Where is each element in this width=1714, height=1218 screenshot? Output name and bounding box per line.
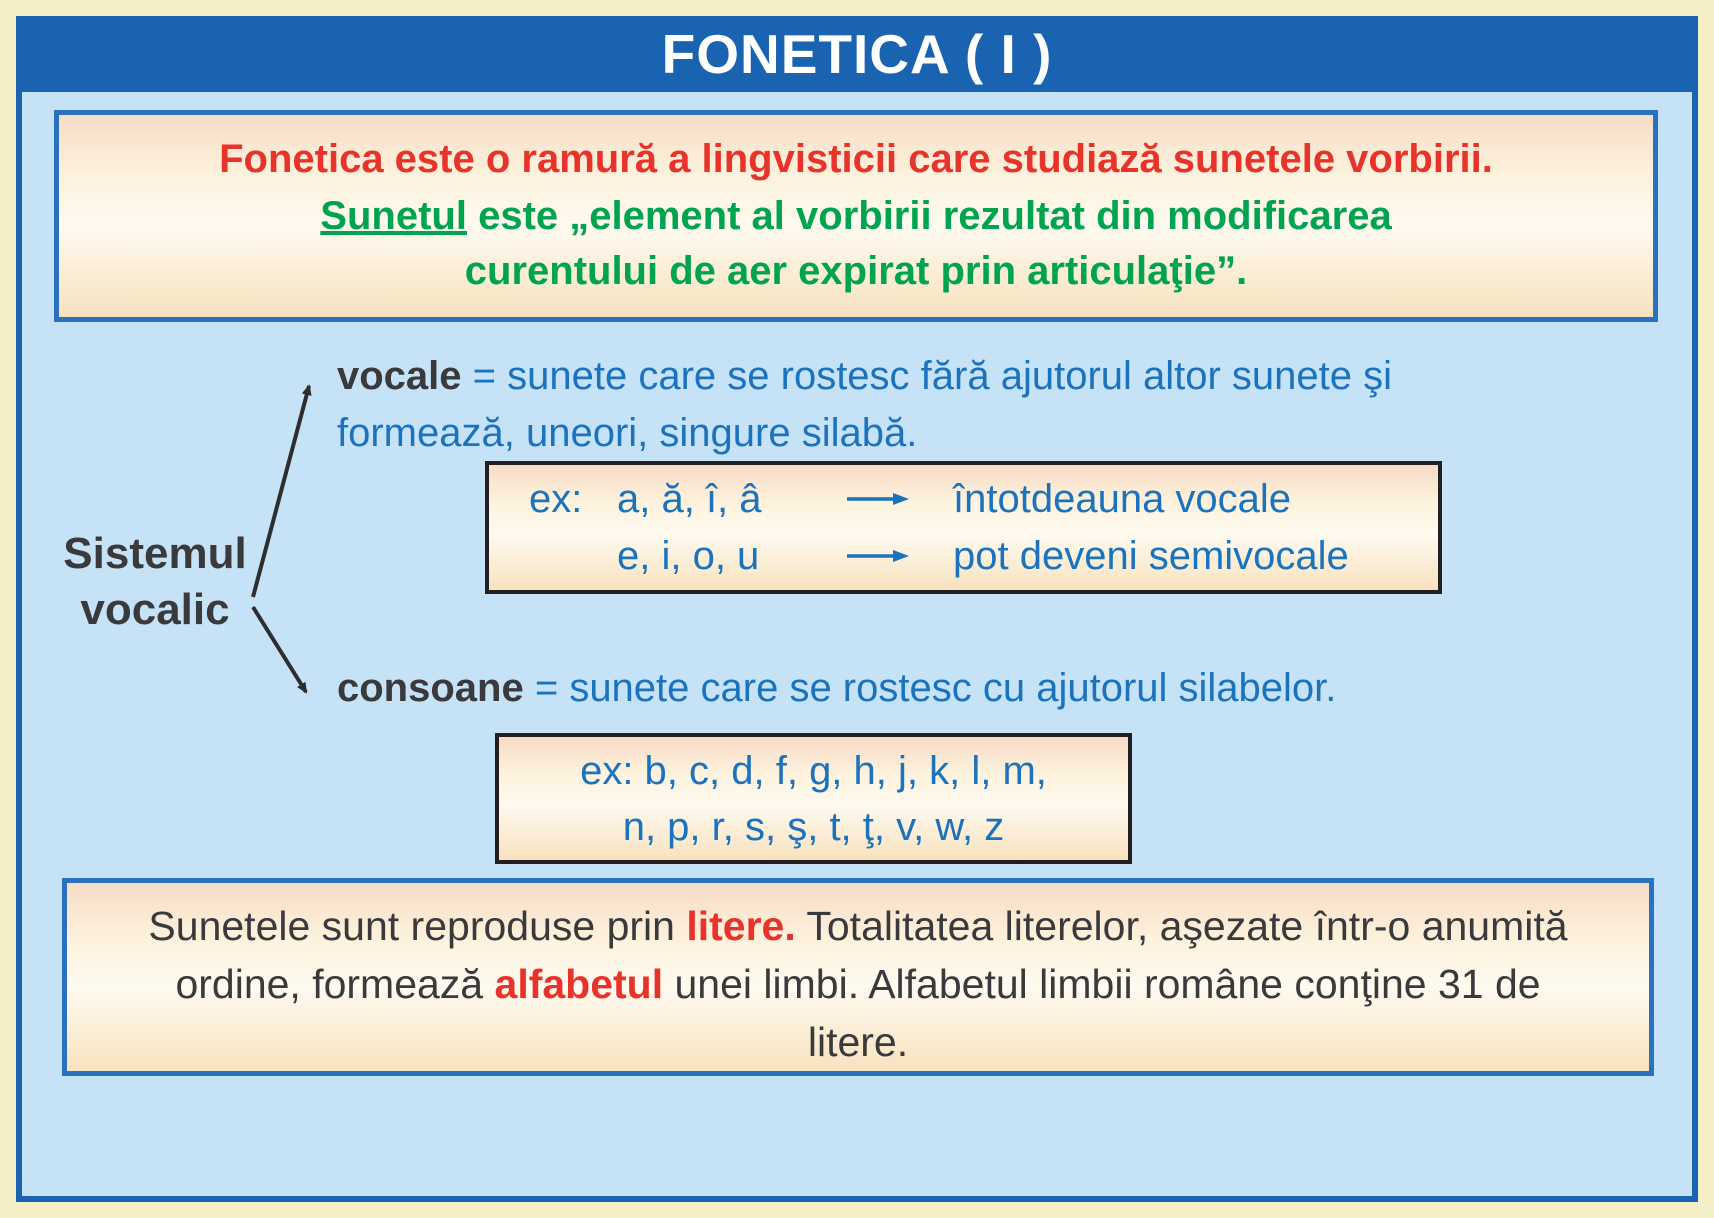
letters-note-box: Sunetele sunt reproduse prin litere. Tot… [62,878,1654,1076]
consoane-definition: consoane = sunete care se rostesc cu aju… [337,660,1607,717]
system-label-line1: Sistemul [63,529,247,578]
vocale-examples-box: ex: a, ă, î, â întotdeauna vocale e, i, … [485,461,1442,594]
arrow-cell [845,490,953,508]
alfabetul-term: alfabetul [494,961,664,1007]
arrow-right-icon [847,550,909,562]
equals-sign: = [461,354,508,398]
semivowels-letters: e, i, o, u [617,533,760,578]
system-vocalic-label: Sistemul vocalic [40,526,270,638]
consoane-term: consoane [337,666,524,710]
frame: FONETICA ( I ) Fonetica este o ramură a … [16,16,1698,1202]
consoane-definition-text: sunete care se rostesc cu ajutorul silab… [569,666,1337,710]
footer-text-3: unei limbi. Alfabetul limbii române conţ… [663,961,1541,1065]
consoane-examples-box: ex: b, c, d, f, g, h, j, k, l, m, n, p, … [495,733,1132,864]
header: FONETICA ( I ) [22,16,1692,92]
footer-text-2: Totalitatea literelor, aşezate într-o an… [175,903,1568,1007]
consonants-line1: ex: b, c, d, f, g, h, j, k, l, m, [580,748,1047,793]
equals-sign: = [523,666,570,710]
sunetul-definition-line1: Sunetul este „element al vorbirii rezult… [59,189,1653,244]
arrow-right-icon [847,493,909,505]
page-title: FONETICA ( I ) [661,23,1053,85]
vocale-term: vocale [337,354,462,398]
vocale-definition-text: sunete care se rostesc fără ajutorul alt… [337,354,1393,455]
fonetica-definition: Fonetica este o ramură a lingvisticii ca… [219,137,1493,181]
content-area: Fonetica este o ramură a lingvisticii ca… [22,92,1692,1196]
semivowels-result: pot deveni semivocale [953,533,1349,578]
arrow-cell [845,547,953,565]
sunetul-definition-rest: este „element al vorbirii rezultat din m… [466,194,1392,238]
footer-text-1: Sunetele sunt reproduse prin [148,903,687,949]
branch-arrows-icon [251,384,312,694]
always-vowels-result: întotdeauna vocale [953,476,1292,521]
system-label-line2: vocalic [80,585,230,634]
sunetul-definition-line2: curentului de aer expirat prin articulaţ… [464,249,1248,293]
always-vowels-letters: a, ă, î, â [617,476,762,521]
sunetul-term: Sunetul [320,194,467,238]
ex-label: ex: [529,476,583,521]
vocale-definition: vocale = sunete care se rostesc fără aju… [337,348,1572,462]
intro-box: Fonetica este o ramură a lingvisticii ca… [54,110,1658,322]
consonants-line2: n, p, r, s, ş, t, ţ, v, w, z [622,804,1005,849]
litere-term: litere. [686,903,796,949]
